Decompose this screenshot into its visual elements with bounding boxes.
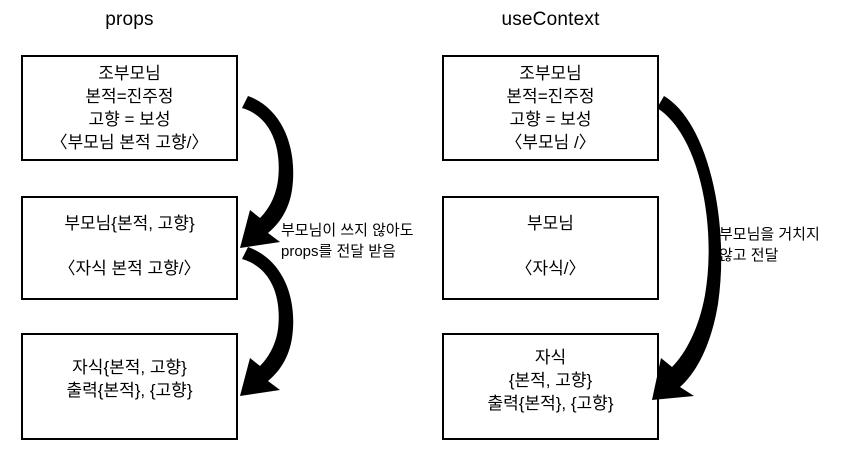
node-line: 조부모님 (519, 64, 582, 83)
arrow-shape (240, 247, 294, 396)
node-line: {본적, 고향} (508, 371, 593, 390)
node-line: 〈부모님 /〉 (505, 133, 596, 152)
node-props-grandparent[interactable]: 조부모님 본적=진주정 고향 = 보성 〈부모님 본적 고향/〉 (21, 55, 238, 161)
node-line: 자식 (534, 348, 567, 367)
arrow-shape (240, 96, 294, 248)
node-line: 고향 = 보성 (509, 110, 592, 129)
node-usecontext-child[interactable]: 자식 {본적, 고향} 출력{본적}, {고향} (442, 333, 659, 440)
node-line: 〈자식 본적 고향/〉 (58, 259, 201, 278)
node-usecontext-grandparent[interactable]: 조부모님 본적=진주정 고향 = 보성 〈부모님 /〉 (442, 55, 659, 161)
node-text: 자식 {본적, 고향} 출력{본적}, {고향} (450, 346, 651, 415)
column-title-usecontext: useContext (501, 9, 600, 30)
node-line: 본적=진주정 (506, 87, 595, 106)
node-props-parent[interactable]: 부모님{본적, 고향} 〈자식 본적 고향/〉 (21, 196, 238, 300)
annotation-line: 않고 전달 (719, 247, 779, 264)
annotation-props-passthrough: 부모님이 쓰지 않아도 props를 전달 받음 (281, 220, 414, 262)
annotation-line: props를 전달 받음 (281, 243, 396, 260)
column-title-props: props (105, 9, 154, 30)
arrow-shape (652, 96, 722, 400)
curved-arrow-icon-props-parent-to-child (240, 247, 294, 396)
curved-arrow-icon-props-grandparent-to-parent (240, 96, 294, 248)
node-line: 본적=진주정 (85, 87, 174, 106)
annotation-line: 부모님이 쓰지 않아도 (281, 222, 414, 239)
node-line: 조부모님 (98, 64, 161, 83)
node-line: 출력{본적}, {고향} (487, 394, 614, 413)
annotation-line: 부모님을 거치지 (719, 226, 820, 243)
node-text: 자식{본적, 고향} 출력{본적}, {고향} (29, 356, 230, 402)
node-usecontext-parent[interactable]: 부모님 〈자식/〉 (442, 196, 659, 300)
node-text: 부모님 〈자식/〉 (450, 212, 651, 280)
node-text: 부모님{본적, 고향} 〈자식 본적 고향/〉 (29, 212, 230, 280)
annotation-usecontext-direct: 부모님을 거치지 않고 전달 (719, 224, 820, 266)
node-line: 부모님{본적, 고향} (64, 214, 195, 233)
node-props-child[interactable]: 자식{본적, 고향} 출력{본적}, {고향} (21, 333, 238, 440)
node-line: 〈부모님 본적 고향/〉 (50, 133, 209, 152)
node-line: 자식{본적, 고향} (72, 357, 187, 377)
curved-arrow-icon-usecontext-grandparent-to-child (652, 96, 722, 400)
node-line: 〈자식/〉 (515, 259, 586, 278)
node-line: 부모님 (527, 214, 574, 233)
node-line: 고향 = 보성 (88, 110, 171, 129)
node-line: 출력{본적}, {고향} (66, 380, 193, 400)
node-text: 조부모님 본적=진주정 고향 = 보성 〈부모님 본적 고향/〉 (29, 62, 230, 154)
node-text: 조부모님 본적=진주정 고향 = 보성 〈부모님 /〉 (450, 62, 651, 154)
